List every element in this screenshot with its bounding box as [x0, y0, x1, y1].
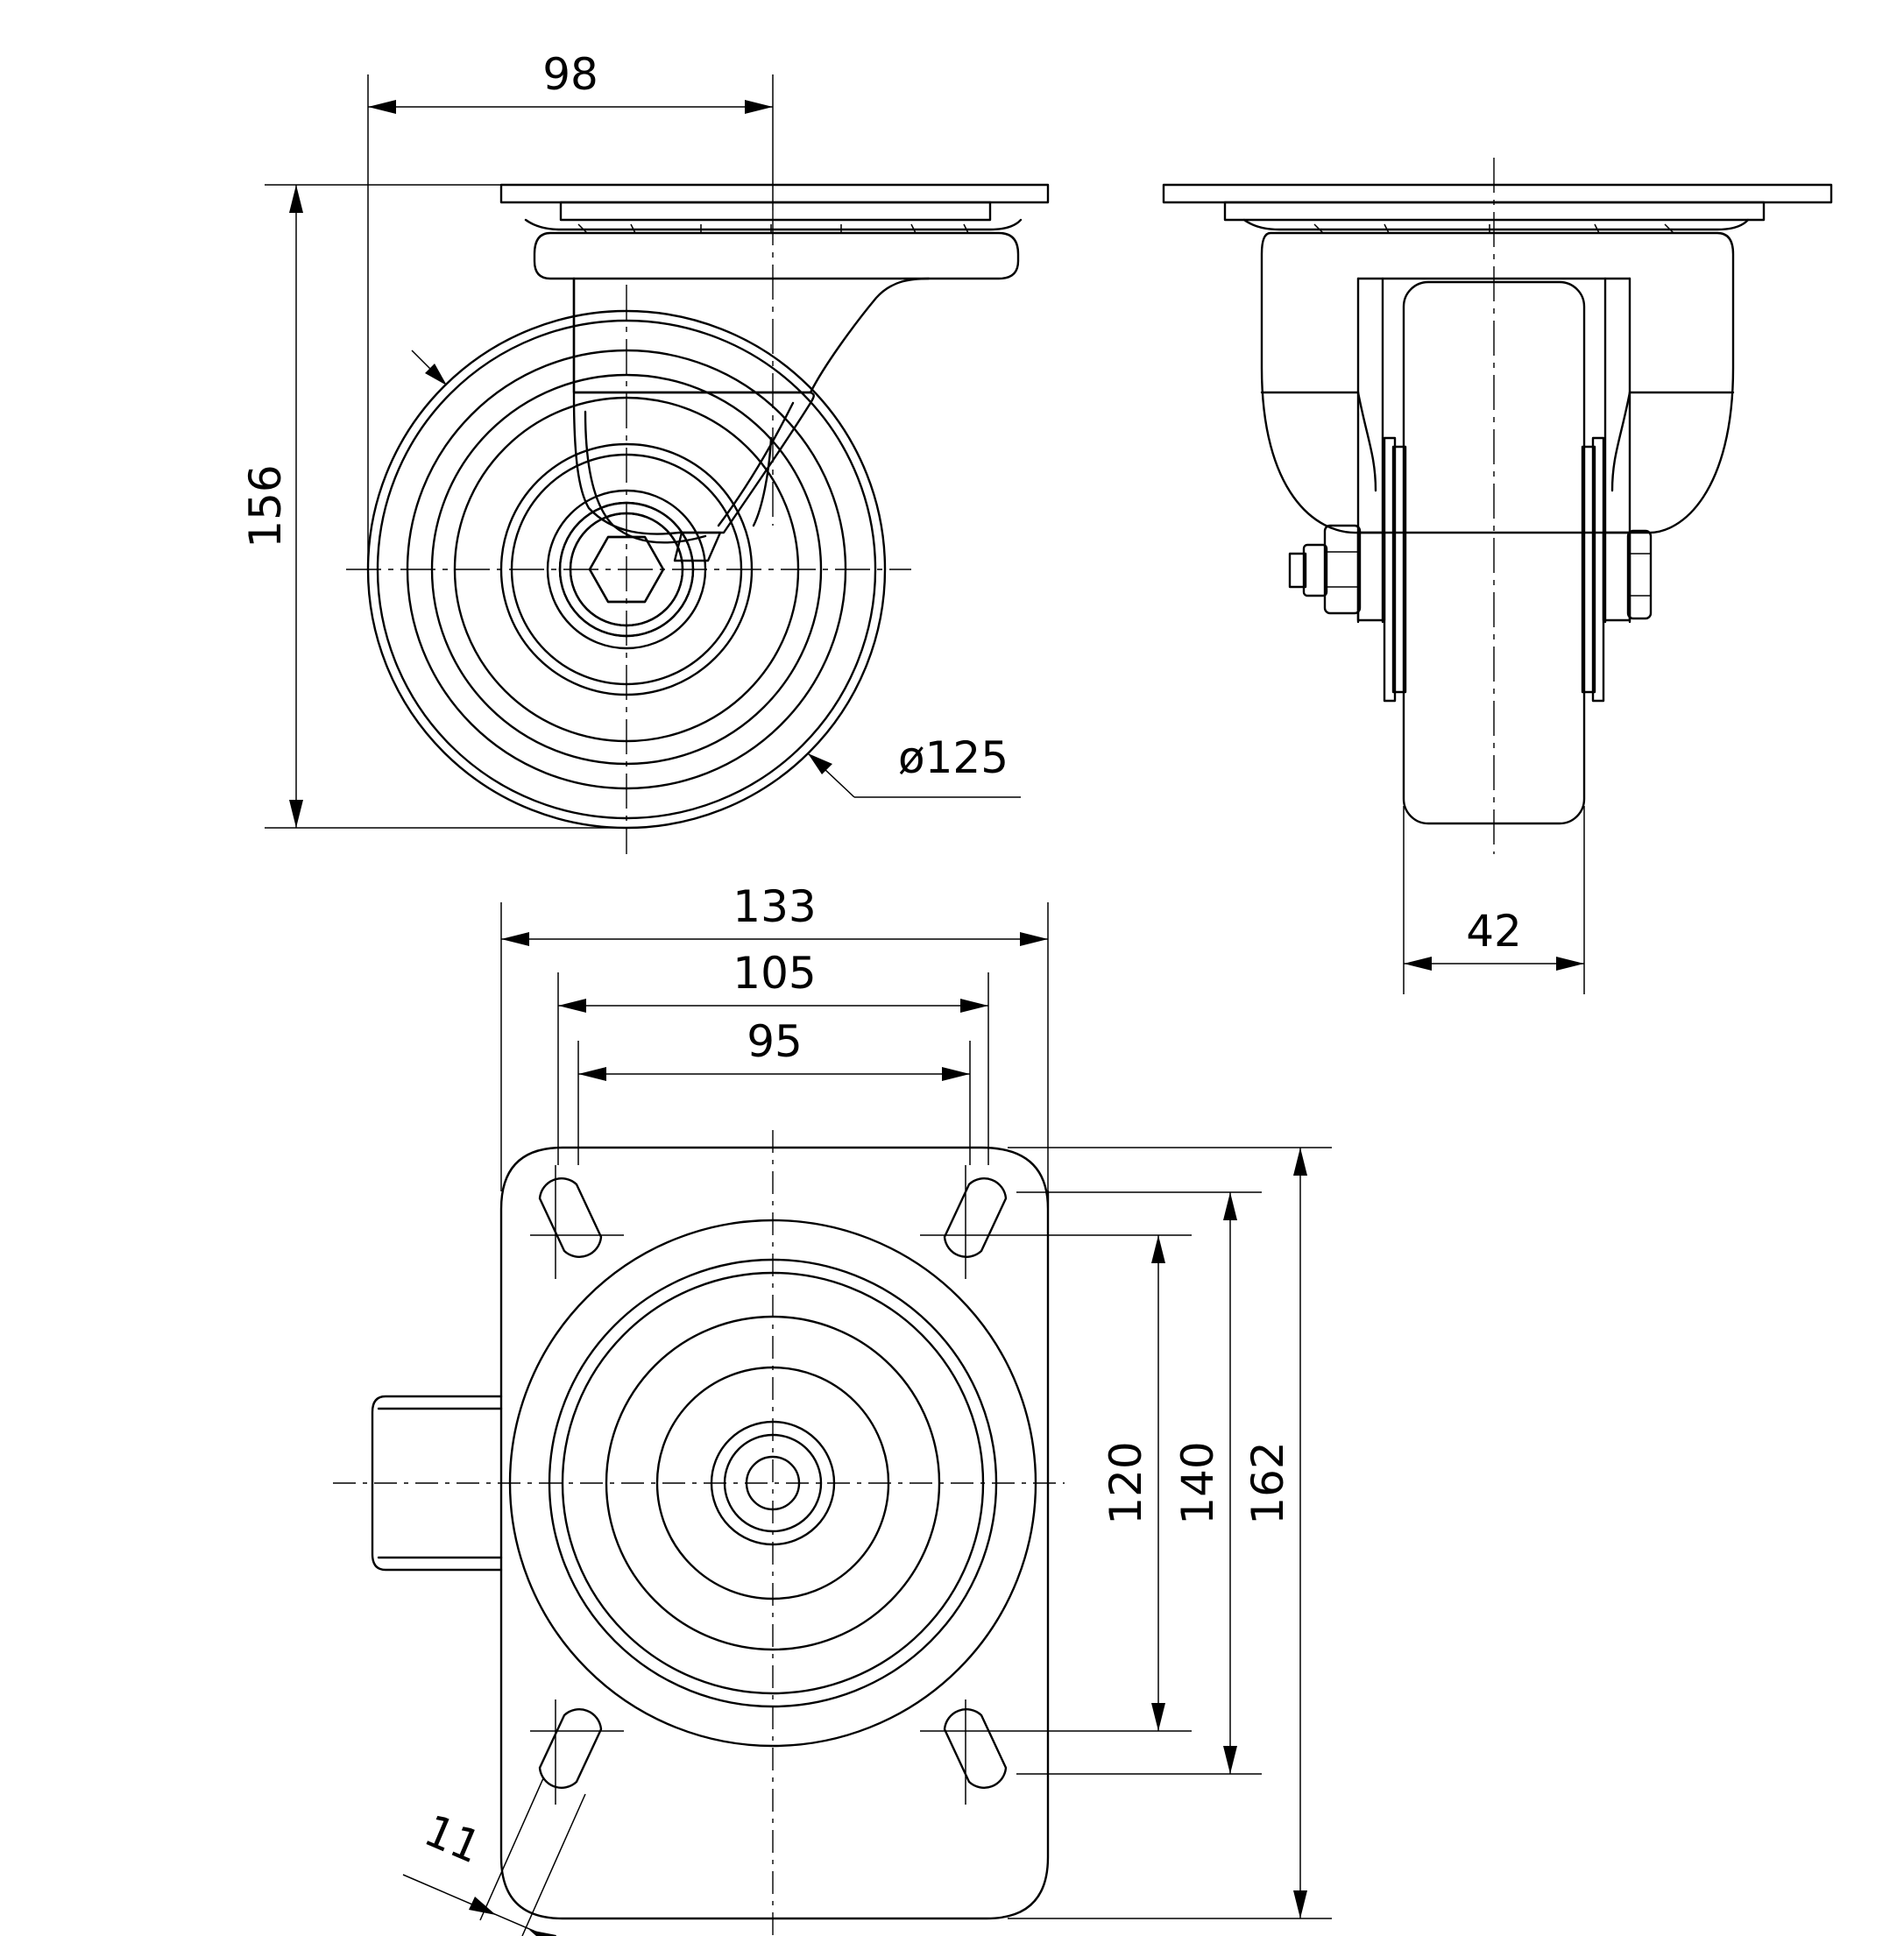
- dim-diameter-label: ø125: [898, 732, 1009, 783]
- dim-133-label: 133: [733, 881, 816, 932]
- dim-105: 105: [557, 948, 989, 1165]
- dim-95: 95: [577, 1016, 971, 1165]
- dim-42-label: 42: [1466, 906, 1522, 957]
- dim-162: 162: [1008, 1147, 1332, 1919]
- side-turntable: [533, 231, 1020, 280]
- side-top-plate: [499, 183, 1050, 222]
- dim-105-label: 105: [733, 948, 816, 999]
- dim-156: 156: [240, 184, 626, 829]
- mounting-slot-top-left: [538, 1177, 603, 1258]
- dim-133: 133: [500, 881, 1049, 1191]
- dim-42: 42: [1403, 806, 1585, 994]
- dim-120-label: 120: [1101, 1441, 1151, 1524]
- dim-diameter: ø125: [411, 350, 1021, 798]
- front-top-plate: [1162, 183, 1833, 234]
- front-fork-housing: [1260, 231, 1735, 624]
- dim-162-label: 162: [1242, 1441, 1293, 1524]
- dim-156-label: 156: [240, 464, 291, 548]
- dim-11: 11: [402, 1777, 586, 1936]
- plate-side-tab: [371, 1395, 503, 1572]
- front-view: 42: [1162, 158, 1833, 994]
- dim-120: 120: [1016, 1234, 1192, 1732]
- top-view: 133 105 95 120: [333, 881, 1332, 1936]
- dim-11-label: 11: [417, 1805, 488, 1873]
- mounting-plate: [499, 1146, 1050, 1920]
- dim-140-label: 140: [1172, 1441, 1223, 1524]
- dim-98: 98: [367, 49, 774, 569]
- mounting-slot-bottom-left: [538, 1708, 603, 1789]
- mounting-slot-top-right: [943, 1177, 1008, 1258]
- side-view: 98 156 ø125: [240, 49, 1050, 854]
- dim-140: 140: [1016, 1191, 1262, 1775]
- dim-98-label: 98: [542, 49, 598, 100]
- mounting-slot-bottom-right: [943, 1708, 1008, 1789]
- dim-95-label: 95: [747, 1016, 803, 1067]
- front-axle-bolt: [1288, 524, 1653, 622]
